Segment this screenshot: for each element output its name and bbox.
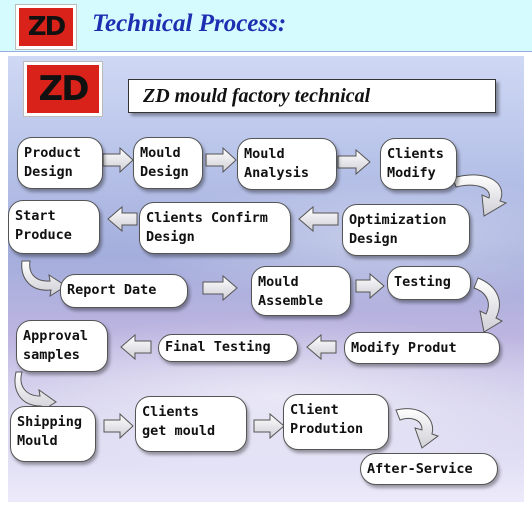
logo-text: ZD [27, 12, 66, 42]
step-modify-produt: Modify Produt [344, 332, 500, 364]
header-bar: ZD Technical Process: [0, 0, 532, 52]
arrow-left-icon [306, 333, 337, 361]
curved-arrow-icon [395, 408, 440, 449]
logo-text: ZD [38, 69, 90, 109]
curved-arrow-icon [452, 174, 508, 217]
arrow-right-icon [205, 146, 237, 174]
zd-logo: ZD [24, 62, 102, 116]
step-clients-confirm-design: Clients Confirm Design [139, 202, 291, 254]
process-panel: ZD ZD mould factory technical [8, 56, 524, 502]
step-product-design: Product Design [17, 137, 103, 189]
step-shipping-mould: Shipping Mould [10, 406, 96, 462]
curved-arrow-icon [473, 277, 504, 333]
arrow-right-icon [337, 148, 371, 176]
page-title: Technical Process: [92, 10, 287, 37]
step-mould-assemble: Mould Assemble [251, 266, 351, 316]
curved-arrow-icon [21, 260, 67, 298]
arrow-right-icon [202, 274, 238, 302]
arrow-right-icon [355, 272, 385, 300]
step-mould-design: Mould Design [133, 137, 203, 189]
arrow-left-icon [298, 205, 339, 233]
step-clients-modify: Clients Modify [380, 138, 457, 190]
arrow-right-icon [102, 146, 134, 174]
step-report-date: Report Date [60, 274, 188, 308]
arrow-left-icon [120, 333, 152, 361]
section-subtitle: ZD mould factory technical [128, 79, 496, 113]
arrow-right-icon [253, 412, 285, 440]
step-after-service: After-Service [360, 453, 498, 485]
step-approval-samples: Approval samples [16, 320, 108, 372]
step-clients-get-mould: Clients get mould [135, 396, 247, 452]
arrow-left-icon [107, 205, 138, 233]
step-testing: Testing [387, 266, 471, 300]
step-optimization-design: Optimization Design [342, 204, 470, 256]
step-client-prodution: Client Prodution [283, 394, 389, 450]
arrow-right-icon [103, 412, 134, 440]
flow-arrows [14, 146, 508, 449]
step-mould-analysis: Mould Analysis [237, 138, 337, 190]
step-final-testing: Final Testing [158, 334, 298, 362]
zd-logo: ZD [16, 5, 76, 49]
step-start-produce: Start Produce [8, 200, 100, 254]
